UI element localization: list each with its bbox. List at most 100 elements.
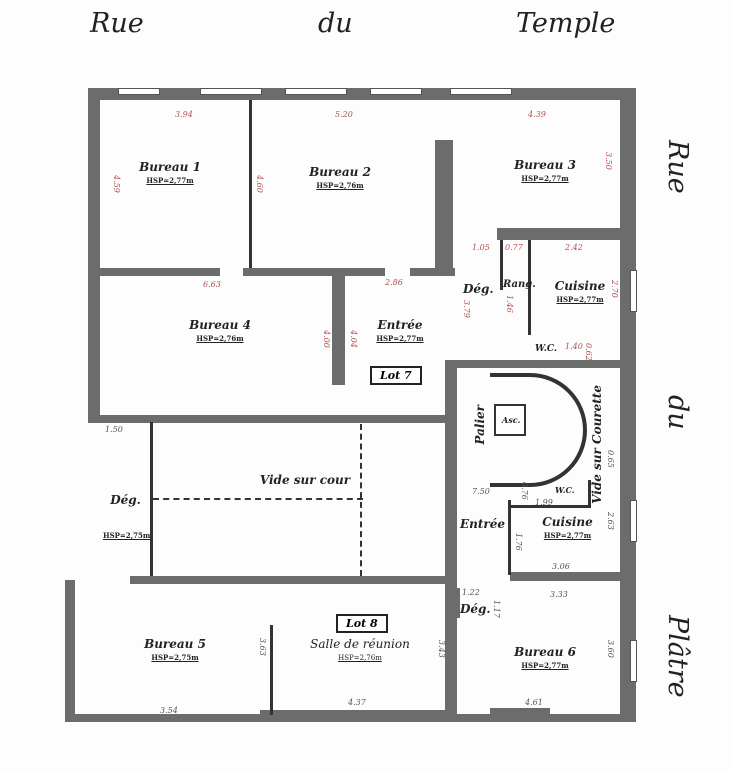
dashed-line (360, 424, 362, 576)
room-degagement: Dég. (463, 282, 494, 296)
dimension: 3.06 (552, 562, 570, 571)
partition (508, 500, 511, 575)
dimension: 1.46 (505, 295, 514, 313)
dimension: 0.76 (520, 482, 529, 500)
elevator-label: Asc. (502, 415, 521, 425)
wall (497, 228, 625, 240)
dimension: 1.05 (472, 243, 490, 252)
window (630, 500, 637, 542)
dimension: 4.60 (255, 175, 264, 193)
dimension: 1.76 (514, 533, 523, 551)
partition (249, 100, 252, 270)
wall (95, 268, 220, 276)
dimension: 2.70 (610, 280, 619, 298)
wall (455, 360, 620, 368)
partition (588, 480, 591, 508)
window (285, 88, 347, 95)
lot-label: Lot 8 (336, 614, 388, 633)
dimension: 0.77 (505, 243, 523, 252)
dimension: 3.60 (606, 640, 615, 658)
wall (243, 268, 385, 276)
room-wc: W.C. (535, 344, 557, 354)
dimension: 2.63 (606, 512, 615, 530)
window (118, 88, 160, 95)
dimension: 3.94 (175, 110, 193, 119)
window (200, 88, 262, 95)
dimension: 1.17 (492, 600, 501, 618)
dimension: 6.63 (203, 280, 221, 289)
partition (528, 240, 531, 335)
wall (130, 576, 450, 584)
street-label: Temple (516, 8, 616, 39)
dimension: 1.40 (565, 342, 583, 351)
dimension: 3.50 (604, 152, 613, 170)
dimension: 0.65 (606, 450, 615, 468)
partition (508, 505, 588, 508)
dimension: 4.37 (348, 698, 366, 707)
wall (510, 572, 625, 581)
wall (88, 415, 450, 423)
dimension: 0.62 (584, 343, 593, 361)
wall (65, 580, 75, 722)
spiral-staircase (490, 373, 587, 487)
wall (445, 360, 457, 720)
window (370, 88, 422, 95)
partition (500, 240, 503, 290)
room-vide-sur-courette: Vide sur Courette (590, 385, 604, 504)
street-label: du (318, 8, 353, 39)
dimension: 5.20 (335, 110, 353, 119)
room-degagement: Dég. (460, 602, 491, 616)
dimension: 4.00 (322, 330, 331, 348)
dimension: 3.79 (462, 300, 471, 318)
dimension: 2.42 (565, 243, 583, 252)
partition (150, 422, 153, 582)
dimension: 4.59 (112, 175, 121, 193)
window (630, 270, 637, 312)
wall (88, 88, 636, 100)
street-label: Rue (662, 140, 693, 194)
dimension: 4.39 (528, 110, 546, 119)
dashed-line (153, 498, 363, 500)
dimension: 1.22 (462, 588, 480, 597)
wall (260, 710, 450, 722)
dimension: 1.50 (105, 425, 123, 434)
dimension: 3.43 (437, 640, 446, 658)
dimension: 4.61 (525, 698, 543, 707)
window (630, 640, 637, 682)
dimension: 7.50 (472, 487, 490, 496)
dimension: 1.99 (535, 498, 553, 507)
room-entree: Entrée (460, 517, 506, 531)
street-label: Plâtre (662, 615, 693, 698)
wall (620, 88, 636, 722)
dimension: 3.63 (258, 638, 267, 656)
lot-label: Lot 7 (370, 366, 422, 385)
room-rangement: Rang. (503, 279, 536, 290)
dimension: 3.54 (160, 706, 178, 715)
room-palier: Palier (473, 405, 487, 445)
window (450, 88, 512, 95)
partition (270, 625, 273, 715)
room-wc: W.C. (555, 485, 575, 495)
street-label: Rue (90, 8, 144, 39)
room-vide-sur-cour: Vide sur cour (259, 473, 351, 487)
wall (332, 275, 345, 385)
wall (88, 88, 100, 422)
street-label: du (662, 395, 693, 430)
dimension: 4.04 (349, 330, 358, 348)
wall (455, 588, 460, 618)
wall (490, 708, 550, 722)
dimension: 2.86 (385, 278, 403, 287)
wall (435, 140, 453, 275)
wall (410, 268, 455, 276)
dimension: 3.33 (550, 590, 568, 599)
